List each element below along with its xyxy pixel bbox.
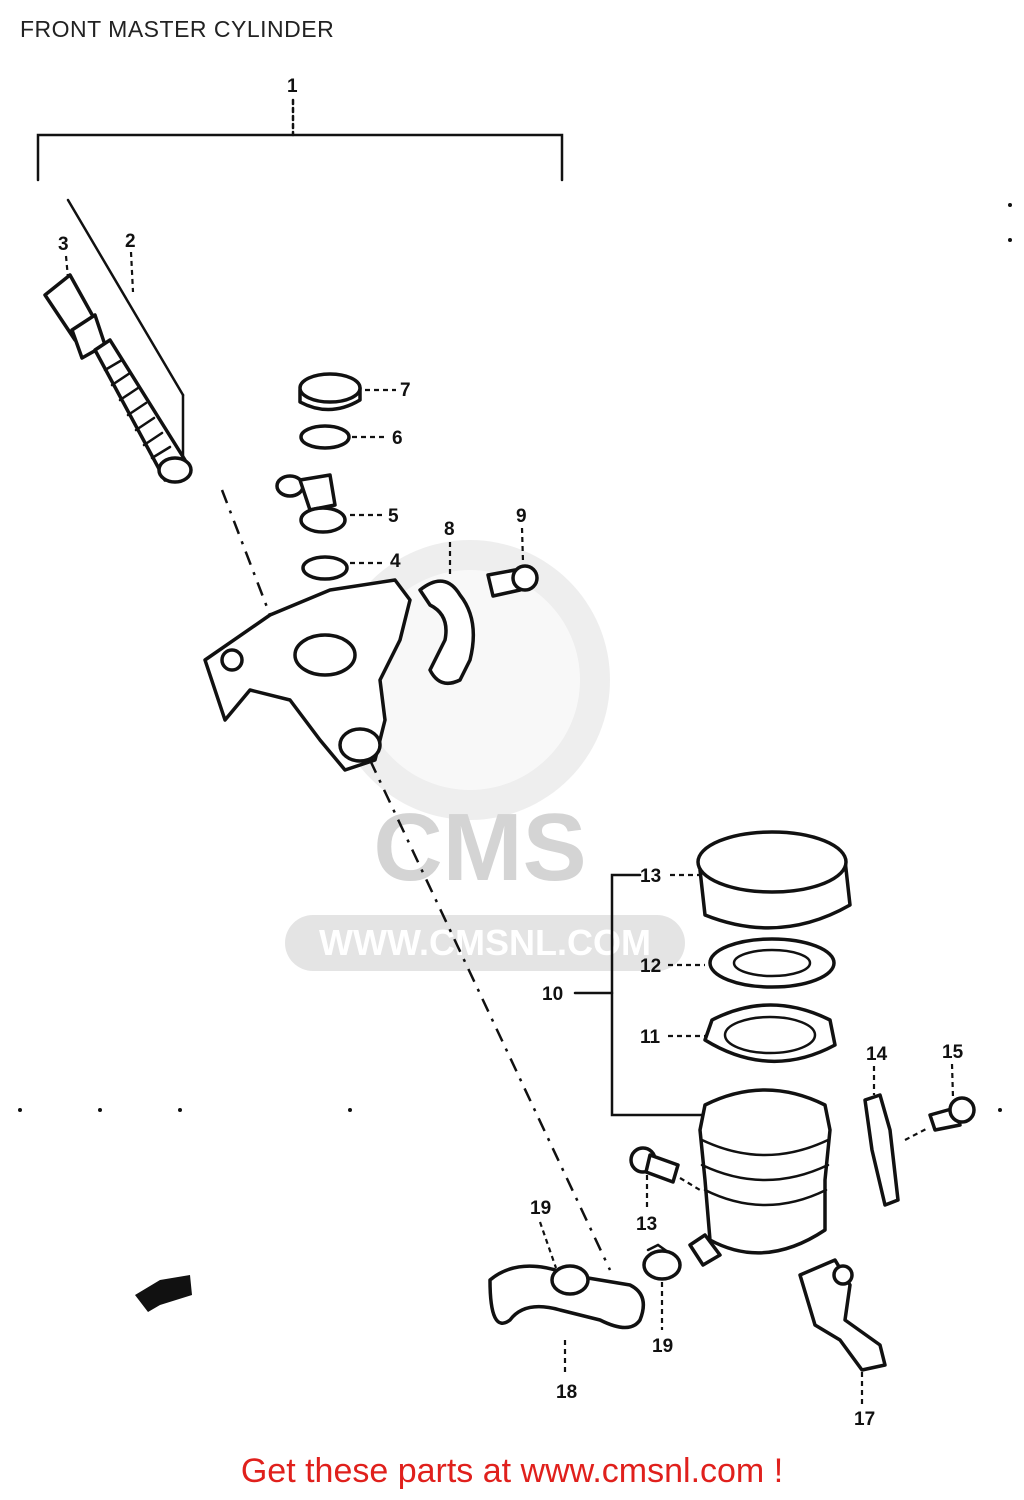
bolt-part [486,564,539,598]
callout-17: 17 [854,1409,875,1430]
callout-7: 7 [400,380,411,401]
union-fitting [275,473,347,534]
hose-clamp-right [642,1243,682,1281]
callout-5: 5 [388,506,399,527]
page-title: FRONT MASTER CYLINDER [20,16,335,42]
reservoir-bolt [629,1146,680,1184]
watermark-url: WWW.CMSNL.COM [319,922,651,963]
reservoir-cap [696,830,852,930]
callout-13a: 13 [640,866,661,887]
assembly-bracket [36,98,564,182]
cap-part [298,372,362,412]
callout-14: 14 [866,1044,888,1065]
reservoir-body [688,1088,832,1267]
footer-cta[interactable]: Get these parts at www.cmsnl.com ! [240,1452,784,1490]
ring-part [299,424,351,450]
callout-18: 18 [556,1382,577,1403]
callout-9: 9 [516,506,527,527]
diaphragm-part [703,1003,837,1063]
callout-11: 11 [640,1027,661,1048]
holder-part [418,579,476,686]
stay-part [863,1093,900,1207]
callout-4: 4 [390,551,401,572]
callout-2: 2 [125,231,136,252]
piston-assembly [43,198,193,484]
callout-19a: 19 [530,1198,551,1219]
callout-15: 15 [942,1042,964,1063]
watermark-logo: CMS [373,794,586,901]
hose-clamp-left [550,1264,590,1296]
screw-part [928,1096,976,1132]
callout-8: 8 [444,519,455,540]
o-ring-part [301,555,349,581]
callout-10: 10 [542,984,563,1005]
callout-6: 6 [392,428,403,449]
callout-3: 3 [58,234,69,255]
margin-marks [18,203,1012,1112]
assembly-line-lower [368,759,612,1271]
assembly-line-upper [220,489,272,616]
callout-1: 1 [287,76,298,97]
reservoir-hose [488,1264,646,1330]
callout-12: 12 [640,956,661,977]
forward-arrow-icon [135,1275,192,1312]
master-cylinder-body [203,578,412,772]
callout-19b: 19 [652,1336,673,1357]
callout-13b: 13 [636,1214,657,1235]
plate-part [708,937,836,989]
reservoir-bracket [610,873,707,1117]
watermark: CMS WWW.CMSNL.COM [285,540,685,971]
